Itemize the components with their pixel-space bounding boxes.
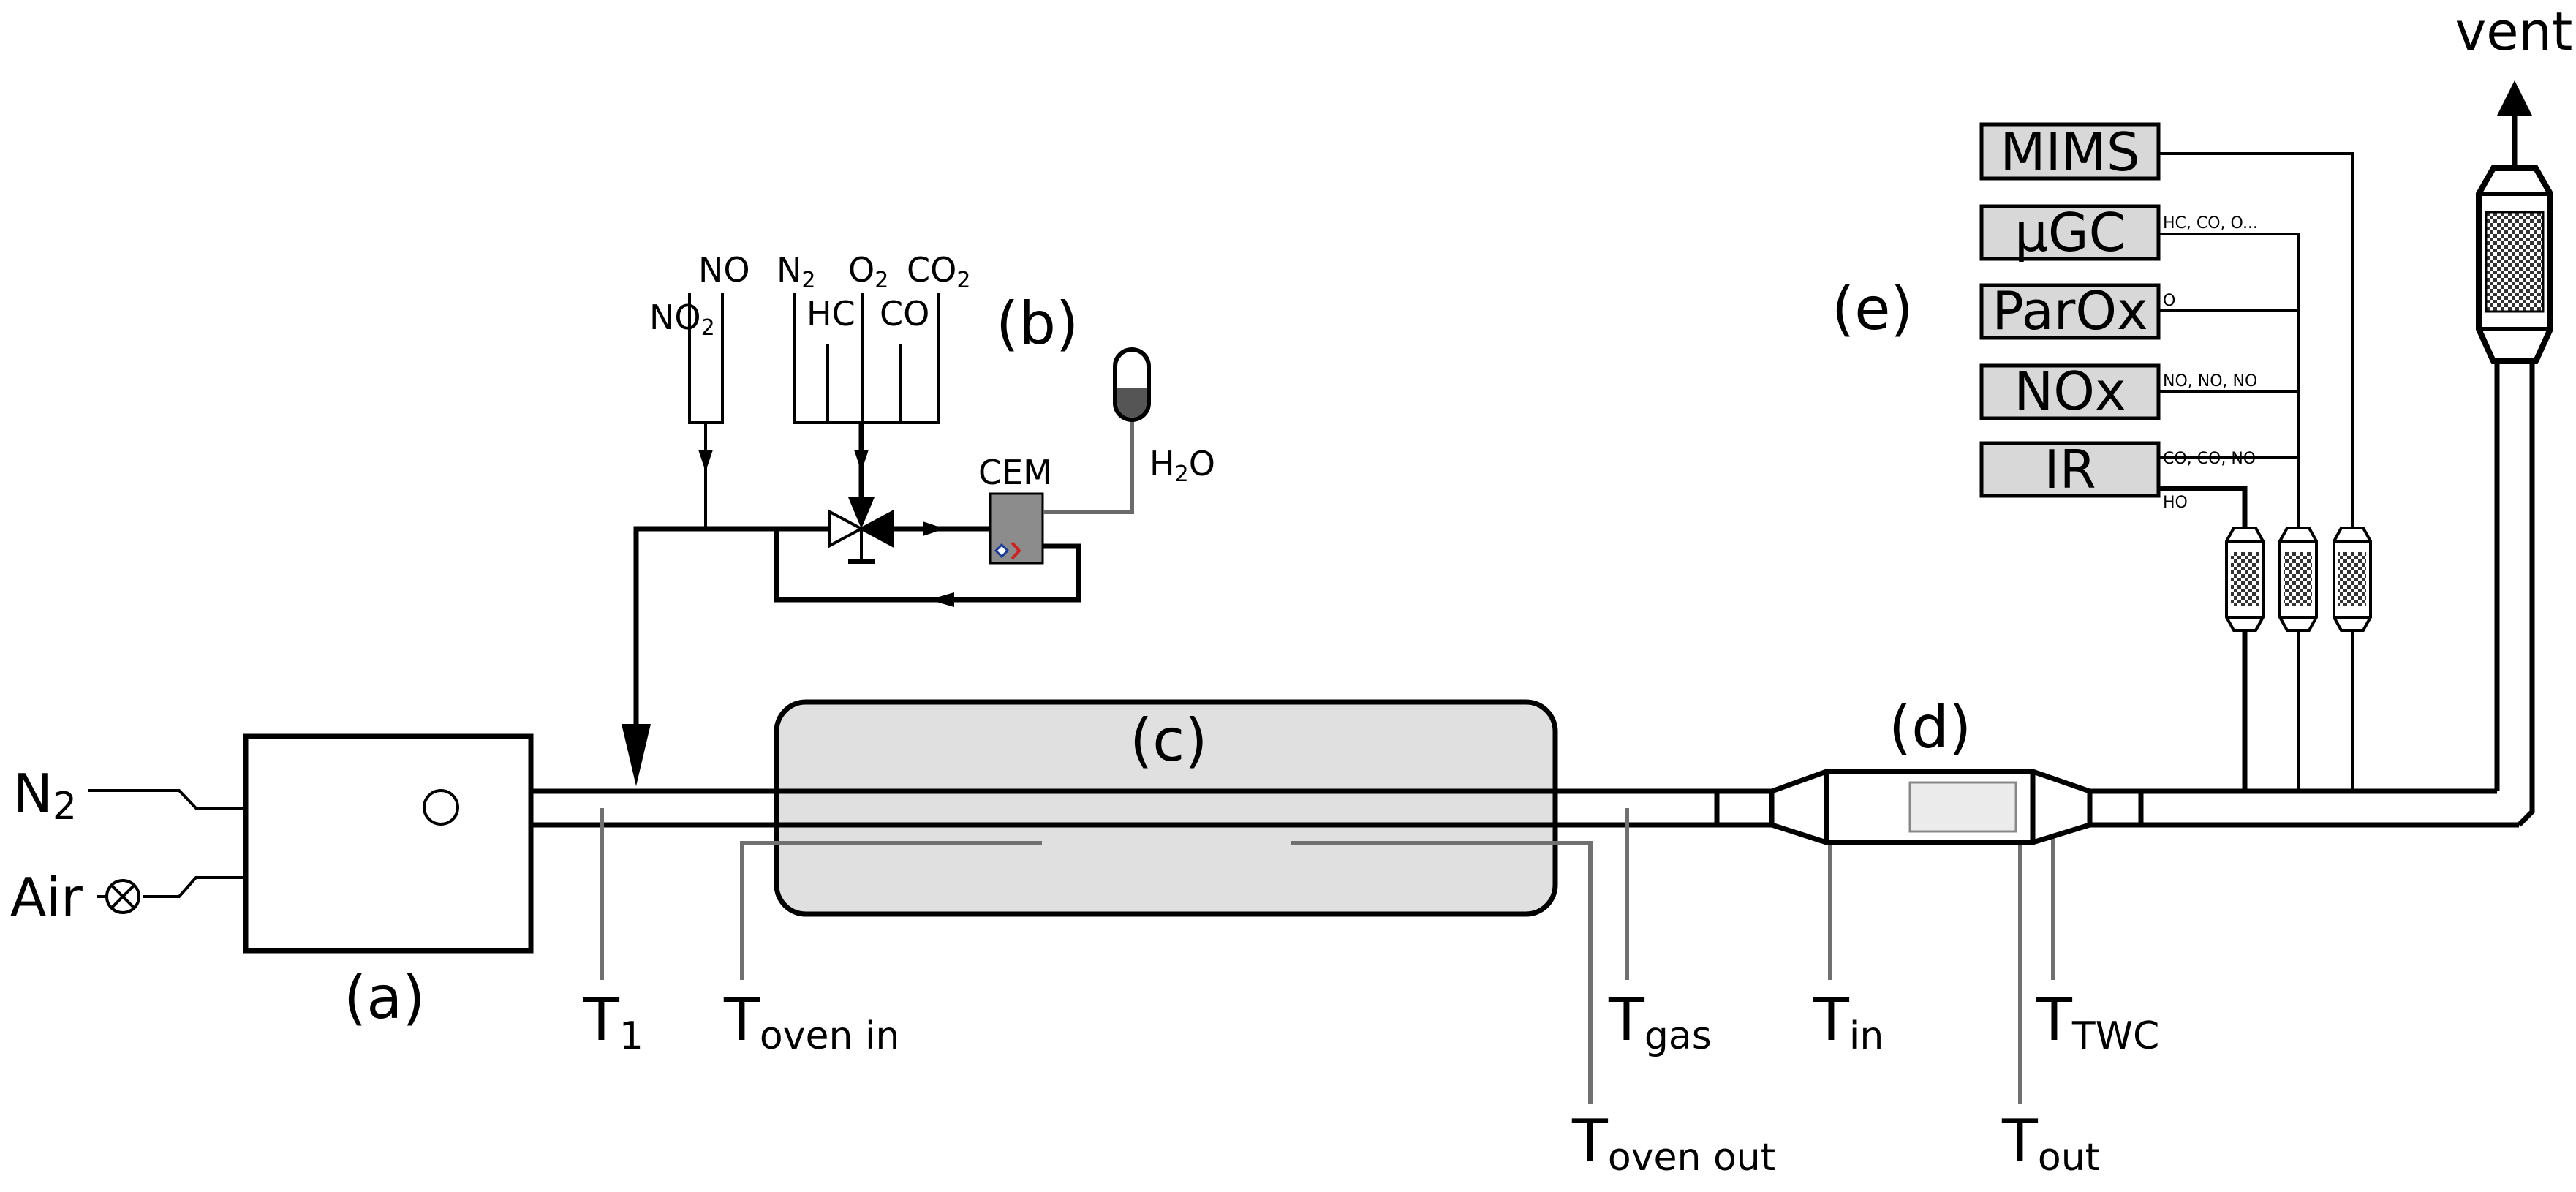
manifold-right-arrow-icon — [854, 450, 869, 472]
oven-pipe-over — [777, 788, 1555, 828]
water-reservoir-icon — [1113, 347, 1151, 422]
svg-text:MIMS: MIMS — [2000, 121, 2139, 183]
label-e: (e) — [1832, 275, 1914, 343]
label-a: (a) — [344, 964, 425, 1032]
svg-text:O: O — [2163, 292, 2175, 310]
air-valve-icon — [97, 879, 140, 914]
gas-hc-label: HC — [807, 294, 855, 333]
three-way-valve-icon — [706, 497, 894, 564]
sample-filter-icon — [2225, 527, 2265, 632]
cem-in-arrow-icon — [923, 521, 945, 536]
sensor-ttwc: TTWC — [2036, 986, 2159, 1058]
gas-co2-label: CO2 — [907, 250, 970, 293]
feed-line — [633, 526, 706, 753]
cem-unit — [989, 492, 1044, 565]
sensor-toven-out: Toven out — [1571, 1107, 1775, 1180]
analyzer-parox: ParOx O — [1979, 280, 2175, 342]
gas-co-label: CO — [880, 294, 929, 333]
water-line — [1043, 415, 1134, 514]
gas-o2-label: O2 — [848, 250, 888, 293]
gas-no2-label: NO2 — [649, 298, 715, 341]
svg-text:HC, CO, O...: HC, CO, O... — [2163, 214, 2258, 233]
svg-text:HO: HO — [2163, 494, 2188, 512]
analyzer-nox: NOx NO, NO, NO — [1979, 361, 2257, 422]
svg-text:IR: IR — [2044, 439, 2096, 500]
svg-text:µGC: µGC — [2014, 202, 2126, 263]
label-b: (b) — [996, 290, 1079, 358]
analyzer-ugc: µGC HC, CO, O... — [1979, 202, 2258, 263]
vent-label: vent — [2455, 1, 2573, 62]
feed-arrow-icon — [622, 724, 651, 786]
svg-text:ParOx: ParOx — [1992, 280, 2148, 342]
cem-label: CEM — [978, 453, 1052, 492]
water-label: H2O — [1149, 444, 1215, 487]
inlet-n2-label: N2 — [13, 763, 77, 829]
inlet-lines — [88, 789, 246, 898]
label-c: (c) — [1130, 706, 1207, 774]
manifold-left-arrow-icon — [698, 450, 713, 472]
mixing-unit — [243, 733, 534, 954]
sensor-tin: Tin — [1813, 986, 1884, 1058]
sample-filter-icon — [2333, 527, 2372, 632]
svg-text:NO, NO, NO: NO, NO, NO — [2163, 372, 2257, 391]
sensor-t1: T1 — [583, 986, 643, 1058]
gas-n2-label: N2 — [777, 250, 816, 293]
inlet-air-label: Air — [10, 867, 83, 928]
analyzer-lines — [2158, 152, 2354, 791]
sensor-tgas: Tgas — [1608, 986, 1712, 1058]
gas-manifold-right — [793, 293, 940, 424]
vent-arrow-icon — [2497, 80, 2532, 116]
ir-sample-line — [2158, 486, 2248, 791]
sample-filter-icon — [2278, 527, 2318, 632]
analyzer-mims: MIMS — [1979, 121, 2161, 183]
svg-text:CO, CO, NO: CO, CO, NO — [2163, 450, 2256, 468]
twc-reactor — [1769, 769, 2093, 845]
svg-text:NOx: NOx — [2014, 361, 2126, 422]
sensor-tout: Tout — [2001, 1107, 2100, 1180]
gas-manifold-left — [688, 293, 724, 529]
bypass-arrow-icon — [929, 592, 954, 607]
sensor-toven-in: Toven in — [723, 986, 899, 1058]
oven-reactor — [774, 699, 1558, 917]
gas-no-label: NO — [698, 250, 750, 290]
analyzer-ir: IR CO, CO, NO HO — [1979, 439, 2256, 512]
label-d: (d) — [1889, 693, 1971, 761]
vent-filter — [2476, 165, 2553, 364]
